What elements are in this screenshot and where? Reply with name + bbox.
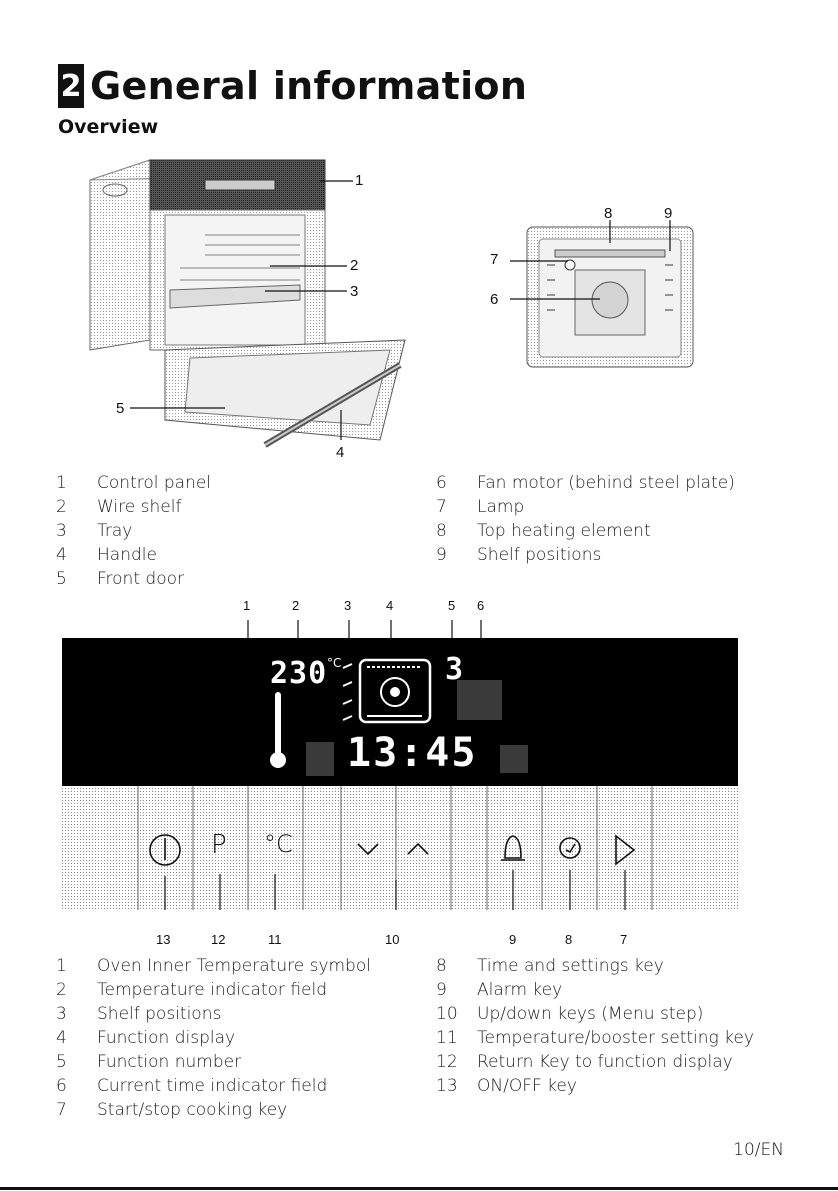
- oven-illustration: [89, 159, 406, 448]
- oven-callout-4: 4: [336, 444, 345, 461]
- interior-callout-7: 7: [490, 251, 499, 268]
- display-callout-5: 5: [448, 598, 456, 613]
- chapter-title: General information: [90, 64, 528, 108]
- display-callout-6: 6: [477, 598, 485, 613]
- play-icon[interactable]: [612, 832, 638, 864]
- temperature-unit: °C: [327, 656, 342, 670]
- interior-callout-8: 8: [604, 205, 613, 222]
- key-callout-8: 8: [565, 932, 573, 947]
- time-indicator: 13:45: [347, 730, 478, 776]
- oven-callout-5: 5: [116, 400, 125, 417]
- temperature-indicator: 230: [270, 656, 328, 691]
- bell-icon[interactable]: [499, 832, 527, 862]
- key-callout-13: 13: [156, 932, 171, 947]
- section-title: Overview: [58, 116, 159, 138]
- power-icon[interactable]: [146, 832, 180, 866]
- chapter-heading: 2 General information: [58, 62, 527, 110]
- page-number: 10/EN: [733, 1140, 784, 1160]
- key-callout-7: 7: [620, 932, 628, 947]
- oven-callout-3: 3: [350, 283, 359, 300]
- return-key[interactable]: P: [211, 830, 227, 860]
- key-callout-12: 12: [211, 932, 226, 947]
- display-callout-3: 3: [344, 598, 352, 613]
- bottom-rule: [0, 1187, 838, 1190]
- chevron-down-icon[interactable]: [354, 836, 382, 858]
- key-callout-11: 11: [268, 932, 282, 947]
- key-callout-10: 10: [385, 932, 400, 947]
- oven-callout-2: 2: [350, 257, 359, 274]
- oven-interior-illustration: [526, 226, 694, 368]
- clock-icon[interactable]: [556, 834, 584, 862]
- function-number: 3: [445, 652, 464, 687]
- key-callout-9: 9: [509, 932, 517, 947]
- interior-callout-6: 6: [490, 291, 499, 308]
- display-callout-1: 1: [243, 598, 251, 613]
- interior-callout-9: 9: [664, 205, 673, 222]
- interior-leader-lines: [510, 220, 671, 300]
- temperature-key[interactable]: °C: [264, 830, 293, 858]
- control-panel: [62, 620, 738, 910]
- oven-callout-1: 1: [355, 172, 364, 189]
- chevron-up-icon[interactable]: [404, 836, 432, 858]
- display-callout-4: 4: [386, 598, 394, 613]
- chapter-number: 2: [58, 64, 84, 108]
- display-callout-2: 2: [292, 598, 300, 613]
